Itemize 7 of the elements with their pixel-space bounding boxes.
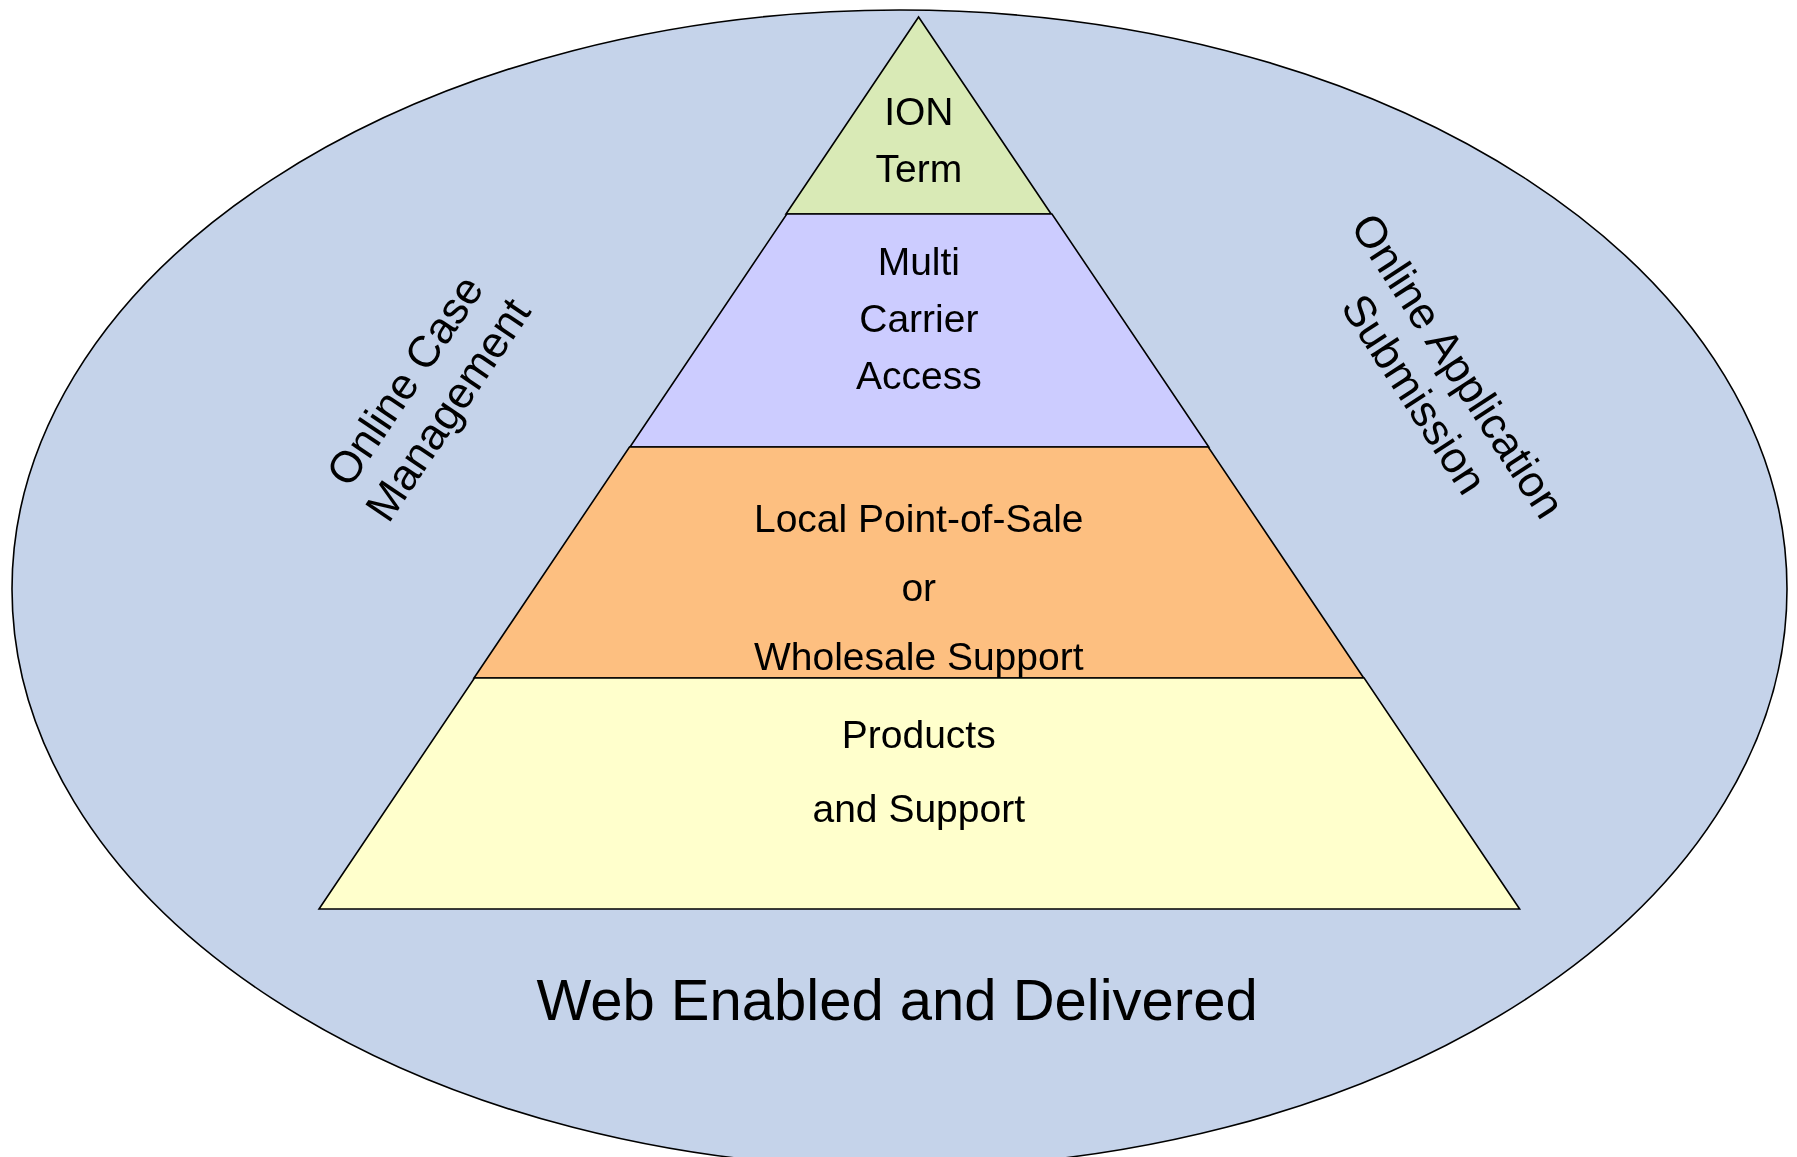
tier-label: Local Point-of-Sale or Wholesale Support <box>754 496 1084 680</box>
tier-label: ION Term <box>875 89 963 192</box>
tier-label: Products and Support <box>812 712 1025 832</box>
pyramid-tier <box>318 678 1520 909</box>
pyramid-tier <box>629 214 1209 447</box>
tier-label: Multi Carrier Access <box>856 239 982 399</box>
ellipse-label: Web Enabled and Delivered <box>536 967 1258 1033</box>
